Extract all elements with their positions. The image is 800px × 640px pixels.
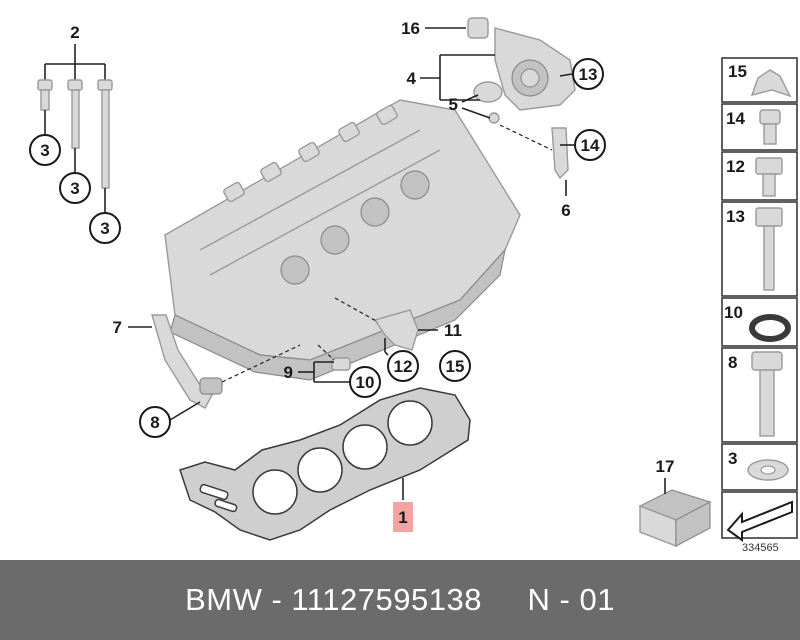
valve-ports	[280, 170, 430, 285]
parts-diagram: 2 3 3 3	[29, 17, 798, 554]
head-gasket	[179, 387, 471, 541]
svg-text:12: 12	[394, 357, 413, 376]
svg-text:3: 3	[70, 179, 79, 198]
callout-16: 16	[401, 19, 420, 38]
arrow-icon	[726, 500, 793, 542]
cylinder-head	[164, 99, 521, 381]
callout-8: 8	[139, 406, 171, 438]
bracket-7	[151, 314, 223, 409]
callout-5: 5	[449, 95, 458, 114]
callout-1-highlight	[393, 502, 413, 532]
callout-17: 17	[656, 457, 675, 476]
svg-text:12: 12	[726, 157, 745, 176]
callout-1: 1	[398, 508, 407, 527]
camshaft-lobes	[223, 104, 398, 203]
callout-14: 14	[574, 129, 606, 161]
callout-15: 15	[439, 350, 471, 382]
callout-4: 4	[407, 69, 417, 88]
seal-ring-icon	[749, 314, 791, 342]
ref-number: 334565	[742, 542, 779, 554]
clip-icon	[750, 69, 792, 98]
footer-position: N - 01	[527, 582, 615, 617]
callout-11: 11	[444, 321, 462, 340]
parts-panel: 15 14 12 13 10 8 3	[721, 57, 798, 542]
callout-6: 6	[561, 201, 570, 220]
sensor-bolt-icon	[751, 351, 783, 371]
svg-text:3: 3	[728, 449, 737, 468]
callout-9: 9	[284, 363, 293, 382]
callout-3-long: 3	[89, 212, 121, 244]
callout-3-medium: 3	[59, 172, 91, 204]
callout-10: 10	[349, 366, 381, 398]
footer-bar: BMW - 11127595138 N - 01	[0, 560, 800, 640]
svg-text:15: 15	[446, 357, 465, 376]
callout-12: 12	[387, 350, 419, 382]
svg-text:10: 10	[356, 373, 375, 392]
plug-9	[331, 357, 351, 371]
svg-text:10: 10	[724, 303, 743, 322]
footer-brand: BMW	[185, 582, 263, 617]
svg-text:3: 3	[40, 141, 49, 160]
bolt-group-2	[37, 44, 113, 212]
footer-part-number: 11127595138	[291, 582, 482, 617]
svg-text:8: 8	[150, 413, 159, 432]
bolt-head-icon	[759, 109, 781, 125]
svg-text:15: 15	[728, 62, 747, 81]
vacuum-pump	[467, 17, 576, 124]
bracket-6	[551, 127, 569, 180]
svg-text:13: 13	[579, 65, 598, 84]
callout-7: 7	[113, 318, 122, 337]
footer-gap	[482, 582, 528, 618]
svg-text:13: 13	[726, 207, 745, 226]
footer-separator: -	[262, 582, 292, 617]
package-box	[638, 489, 712, 548]
flange-bolt-icon	[755, 157, 783, 175]
svg-text:14: 14	[726, 109, 745, 128]
callout-13: 13	[572, 58, 604, 90]
callout-3-short: 3	[29, 134, 61, 166]
svg-text:8: 8	[728, 353, 737, 372]
callout-2: 2	[70, 23, 79, 42]
svg-text:14: 14	[581, 136, 600, 155]
bracket-11	[373, 309, 419, 351]
svg-text:3: 3	[100, 219, 109, 238]
long-bolt-icon	[755, 207, 783, 227]
